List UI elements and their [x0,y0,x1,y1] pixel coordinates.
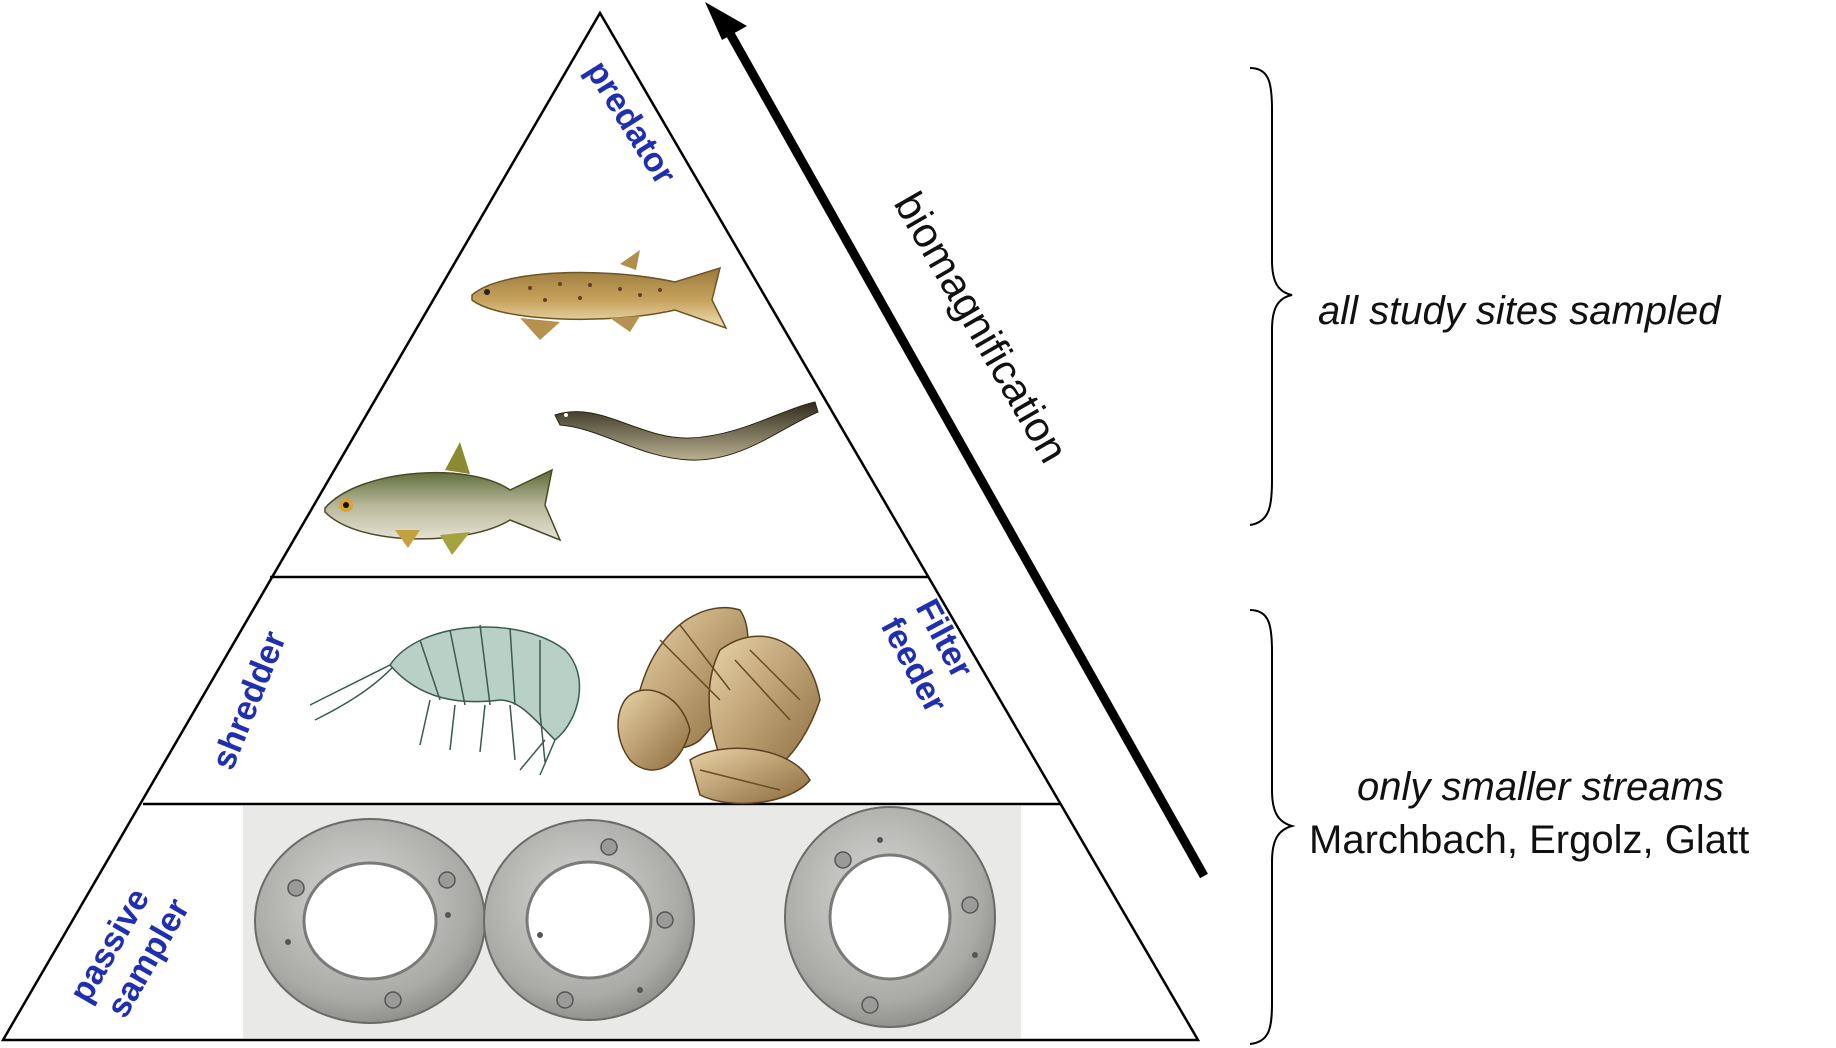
biomagnification-label: biomagnification [885,184,1077,470]
only-smaller-streams-text: only smaller streams [1357,765,1724,809]
stream-names-text: Marchbach, Ergolz, Glatt [1309,818,1749,862]
bracket-lower [1250,610,1292,1044]
sampler-disc-1 [255,819,485,1023]
sampler-disc-3 [785,807,995,1027]
sampler-disc-2 [484,820,694,1020]
bracket-upper [1250,68,1292,525]
all-study-sites-text: all study sites sampled [1318,289,1722,333]
